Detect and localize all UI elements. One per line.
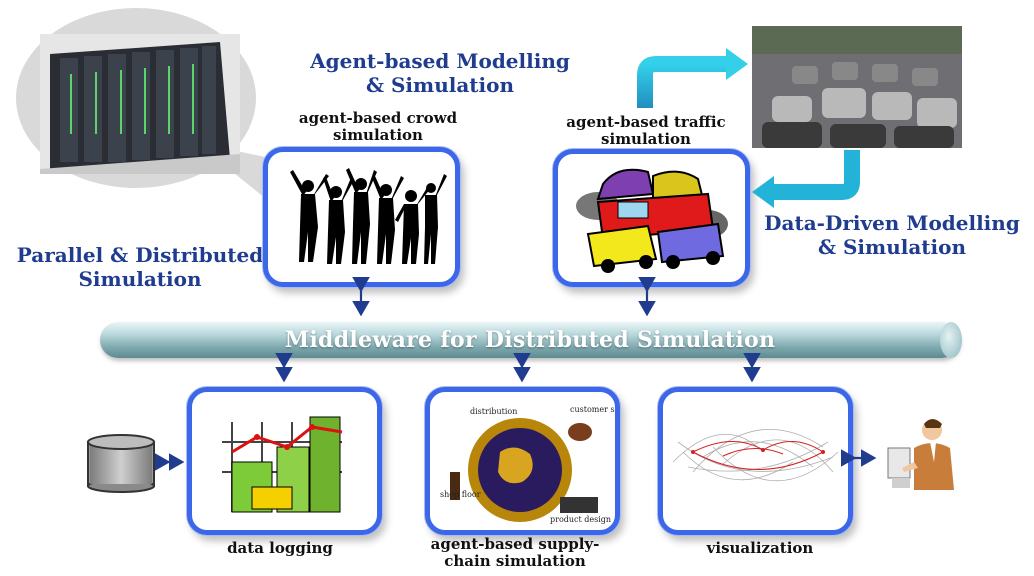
user-at-computer-icon (887, 419, 954, 490)
crowd-label: agent-based crowd simulation (298, 109, 458, 145)
supply-chain-image: distribution customer service shop floor… (440, 405, 615, 524)
crowd-simulation-box[interactable] (263, 147, 460, 287)
pipe-end-cap (940, 322, 962, 358)
dd-heading: Data-Driven Modelling & Simulation (764, 211, 1020, 259)
logging-label: data logging (227, 539, 333, 557)
visualization-label: visualization (706, 539, 814, 557)
data-logging-image (222, 416, 343, 513)
crowd-silhouettes-image (290, 168, 447, 264)
pds-heading: Parallel & Distributed Simulation (16, 243, 264, 291)
traffic-jam-image (576, 168, 728, 273)
supply-label: agent-based supply-chain simulation (430, 535, 600, 571)
database-icon (87, 434, 155, 493)
customer-service-text: customer service (570, 405, 615, 414)
server-racks-image (40, 34, 240, 174)
abms-heading: Agent-based Modelling & Simulation (310, 49, 570, 97)
visualization-map-image (672, 428, 839, 482)
shop-floor-text: shop floor (440, 490, 481, 499)
traffic-label: agent-based traffic simulation (566, 113, 726, 149)
data-logging-box[interactable] (187, 387, 382, 535)
traffic-photo (752, 26, 962, 148)
middleware-pipe: Middleware for Distributed Simulation (100, 322, 962, 358)
product-design-text: product design (550, 515, 611, 524)
supply-chain-box[interactable]: distribution customer service shop floor… (425, 387, 620, 535)
visualization-box[interactable] (658, 387, 853, 535)
middleware-label: Middleware for Distributed Simulation (284, 327, 776, 353)
distribution-text: distribution (470, 407, 517, 416)
traffic-simulation-box[interactable] (553, 149, 750, 287)
